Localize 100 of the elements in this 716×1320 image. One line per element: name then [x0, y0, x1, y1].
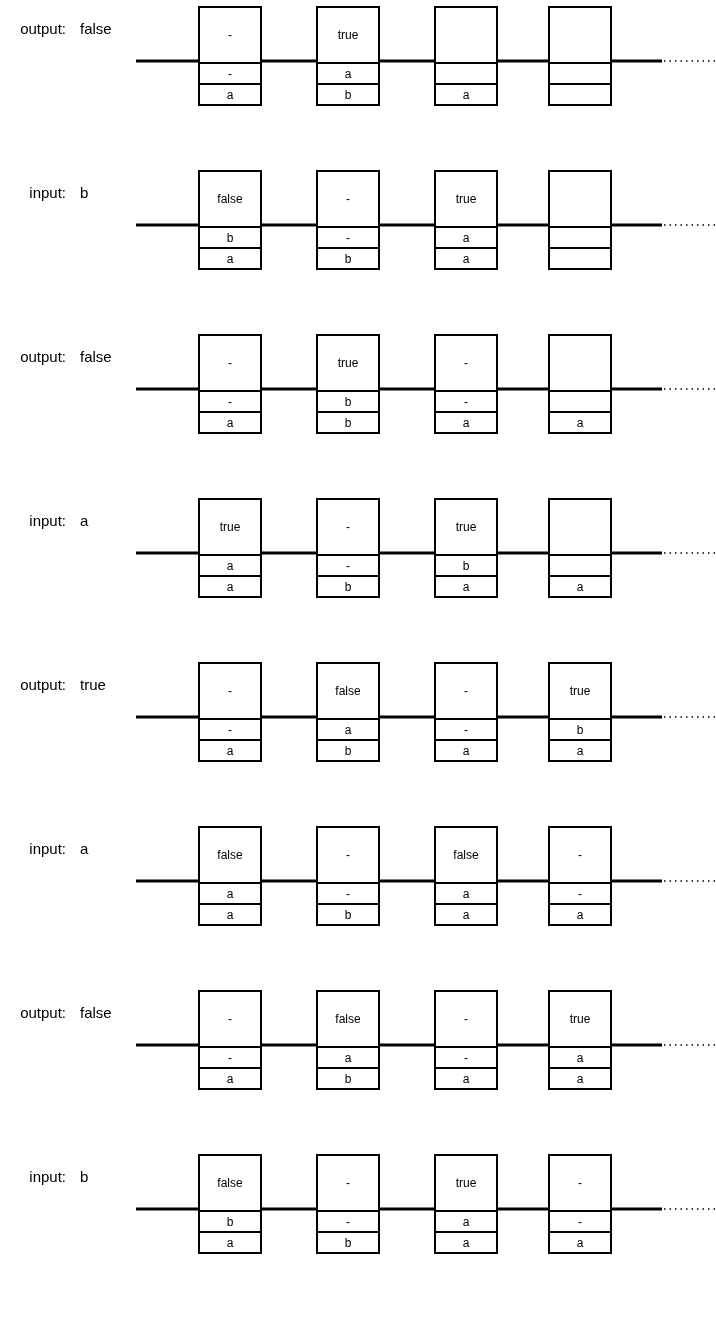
stack-slot: b — [318, 1067, 378, 1088]
stack-slot: a — [200, 1231, 260, 1252]
stack-cell — [548, 1154, 612, 1254]
stack-slot: true — [550, 662, 610, 718]
stack-slot: b — [200, 1210, 260, 1231]
stack-slot: b — [200, 226, 260, 247]
row-label: output: — [19, 20, 66, 38]
stack-slot: b — [318, 247, 378, 268]
stack-slot: a — [550, 1046, 610, 1067]
stack-slot: - — [550, 1154, 610, 1210]
stack-slot: a — [200, 411, 260, 432]
stack-slot: - — [318, 226, 378, 247]
stack-cell — [316, 662, 380, 762]
stack-cell — [316, 170, 380, 270]
stack-slot: true — [436, 1154, 496, 1210]
stack-cell — [198, 6, 262, 106]
stack-slot: b — [318, 903, 378, 924]
stack-slot: - — [436, 1046, 496, 1067]
stack-slot: a — [550, 575, 610, 596]
stack-slot: b — [318, 411, 378, 432]
stack-slot: - — [436, 662, 496, 718]
stack-slot: a — [436, 411, 496, 432]
stack-cell — [434, 334, 498, 434]
stack-slot: - — [318, 170, 378, 226]
stack-cell — [198, 1154, 262, 1254]
stack-slot: - — [318, 554, 378, 575]
stack-cell — [548, 826, 612, 926]
stack-slot: a — [550, 1067, 610, 1088]
stack-slot: b — [318, 83, 378, 104]
stack-cell — [548, 6, 612, 106]
stack-slot: a — [550, 1231, 610, 1252]
stack-slot: a — [436, 83, 496, 104]
stack-slot: a — [200, 247, 260, 268]
stack-cell — [434, 662, 498, 762]
stack-slot: false — [200, 826, 260, 882]
row-label: input: — [28, 840, 66, 858]
stack-slot: false — [200, 1154, 260, 1210]
row-value: true — [80, 676, 106, 694]
stack-slot: - — [318, 826, 378, 882]
stack-cell — [316, 990, 380, 1090]
stack-slot: a — [200, 882, 260, 903]
stack-cell — [198, 334, 262, 434]
stack-slot: true — [318, 334, 378, 390]
stack-slot: - — [200, 1046, 260, 1067]
stack-slot: - — [436, 390, 496, 411]
stack-slot: - — [200, 662, 260, 718]
row-value: false — [80, 1004, 112, 1022]
stack-slot: a — [200, 554, 260, 575]
stack-slot: true — [436, 498, 496, 554]
stack-slot: a — [436, 882, 496, 903]
row-value: b — [80, 184, 89, 202]
stack-slot: b — [318, 575, 378, 596]
stack-slot: a — [318, 718, 378, 739]
stack-cell — [548, 498, 612, 598]
stack-cell — [434, 170, 498, 270]
stack-slot: b — [436, 554, 496, 575]
stack-cell — [548, 990, 612, 1090]
stack-slot: a — [436, 903, 496, 924]
stack-slot: b — [318, 739, 378, 760]
stack-slot: true — [200, 498, 260, 554]
stack-slot: - — [436, 718, 496, 739]
stack-slot: - — [436, 334, 496, 390]
stack-slot: - — [318, 1154, 378, 1210]
row-label: output: — [19, 348, 66, 366]
stack-cell — [316, 826, 380, 926]
stack-slot: a — [200, 739, 260, 760]
stack-slot: - — [550, 882, 610, 903]
stack-cell — [316, 498, 380, 598]
stack-slot: - — [200, 390, 260, 411]
stack-slot: a — [318, 62, 378, 83]
stack-cell — [434, 1154, 498, 1254]
stack-slot: b — [550, 718, 610, 739]
row-value: b — [80, 1168, 89, 1186]
stack-cell — [198, 170, 262, 270]
stack-cell — [316, 1154, 380, 1254]
stack-slot: a — [550, 739, 610, 760]
row-value: false — [80, 20, 112, 38]
stack-slot: false — [318, 662, 378, 718]
stack-slot: - — [200, 334, 260, 390]
stack-slot: a — [550, 903, 610, 924]
stack-cell — [548, 662, 612, 762]
row-label: output: — [19, 1004, 66, 1022]
stack-cell — [434, 990, 498, 1090]
row-label: input: — [28, 1168, 66, 1186]
stack-slot: a — [436, 1231, 496, 1252]
row-value: false — [80, 348, 112, 366]
stack-slot: b — [318, 390, 378, 411]
stack-slot: - — [200, 718, 260, 739]
stack-slot: a — [436, 1210, 496, 1231]
stack-cell — [198, 990, 262, 1090]
stack-cell — [434, 6, 498, 106]
stack-cell — [198, 498, 262, 598]
stack-slot: false — [436, 826, 496, 882]
stack-cell — [434, 826, 498, 926]
stack-slot: b — [318, 1231, 378, 1252]
stack-slot: - — [200, 62, 260, 83]
stack-cell — [198, 826, 262, 926]
stack-cell — [548, 170, 612, 270]
row-value: a — [80, 840, 89, 858]
stack-slot: - — [550, 826, 610, 882]
